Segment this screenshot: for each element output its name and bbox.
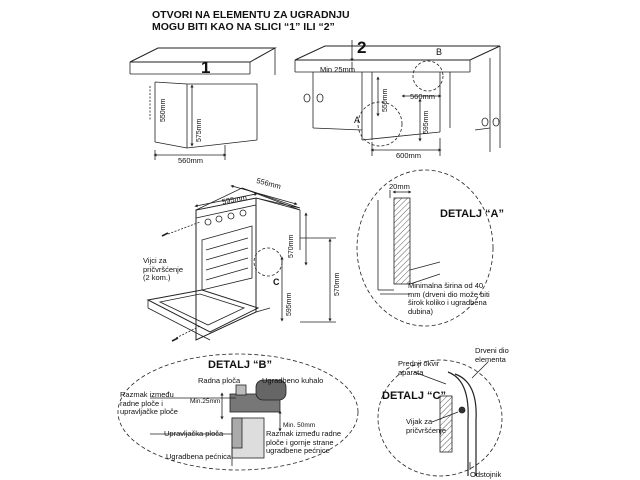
- detail-a-title: DETALJ “A”: [440, 208, 504, 220]
- label-odstojnik: Odstojnik: [470, 470, 502, 479]
- title-line-2: MOGU BITI KAO NA SLICI “1” ILI “2”: [152, 21, 335, 33]
- fig2-width-label: 600mm: [396, 151, 422, 160]
- detail-c-drawing: [377, 359, 503, 477]
- fig2-min-gap-label: Min 25mm: [320, 65, 356, 74]
- label-ugradbeno-kuhalo: Ugradbeno kuhalo: [262, 376, 324, 385]
- figure-1-cabinet: [129, 47, 277, 160]
- label-prednji-okvir: Prednji okvir aparata: [398, 359, 440, 377]
- oven-depth-dim-label: 570mm: [288, 234, 295, 258]
- detail-a-dim-label: 20mm: [389, 182, 410, 191]
- detail-c-title: DETALJ “C”: [382, 390, 446, 402]
- fig2-inner-width-label: 560mm: [410, 92, 436, 101]
- fig2-label-a: A: [354, 115, 361, 125]
- label-razmak-2: Razmak između radne ploče i gornje stran…: [266, 429, 342, 455]
- oven-side-dim-label: 595mm: [286, 292, 293, 316]
- label-min-50: Min. 50mm: [283, 422, 316, 429]
- detail-b-drawing: [117, 353, 359, 471]
- fig1-height-label: 575mm: [196, 118, 203, 142]
- oven-screws-label: Vijci za pričvršćenje (2 kom.): [143, 256, 184, 282]
- oven-drawing: [146, 184, 336, 342]
- fig1-depth-label: 550mm: [160, 98, 167, 122]
- fig2-height-label: 595mm: [423, 110, 430, 134]
- oven-label-c: C: [273, 277, 280, 287]
- figure-2-number: 2: [357, 38, 367, 57]
- figure-2-cabinet: [294, 40, 501, 156]
- label-upravljacka-ploca: Upravljačka ploča: [164, 429, 224, 438]
- label-drveni-dio: Drveni dio elementa: [475, 346, 509, 364]
- label-vijak: Vijak za pričvršćenje: [406, 417, 447, 435]
- label-razmak-1: Razmak između radne ploče i upravljačke …: [120, 390, 178, 416]
- detail-a-note: Minimalna širina od 40 mm (drveni dio mo…: [408, 281, 490, 316]
- fig1-width-label: 560mm: [178, 156, 204, 165]
- detail-a-drawing: [356, 169, 494, 327]
- title-line-1: OTVORI NA ELEMENTU ZA UGRADNJU: [152, 9, 350, 21]
- detail-b-title: DETALJ “B”: [208, 359, 272, 371]
- oven-height-dim-label: 570mm: [334, 272, 341, 296]
- label-ugradbena-pecnica: Ugradbena pećnica: [166, 452, 232, 461]
- label-radna-ploca: Radna ploča: [198, 376, 241, 385]
- fig2-label-b: B: [436, 47, 443, 57]
- figure-1-number: 1: [201, 58, 211, 77]
- diagram-title: OTVORI NA ELEMENTU ZA UGRADNJU MOGU BITI…: [152, 9, 350, 33]
- fig2-depth-label: 550mm: [382, 88, 389, 112]
- label-min-25: Min.25mm: [190, 398, 221, 405]
